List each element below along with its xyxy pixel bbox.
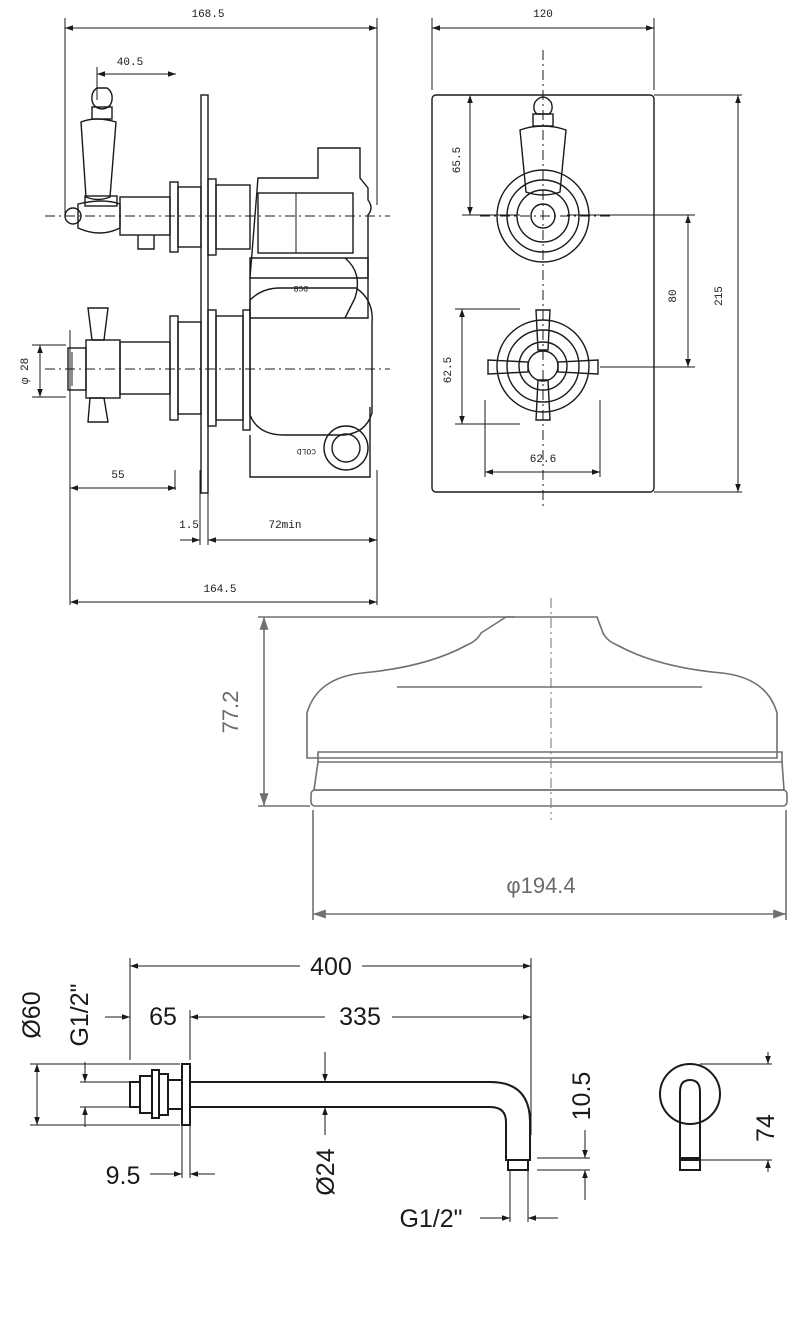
valve-front-view: 120 65.5 80 215 62.5 62.6 bbox=[431, 9, 742, 510]
dim-1-5: 1.5 bbox=[179, 520, 199, 532]
dim-g-half-outlet: G1/2" bbox=[399, 1205, 462, 1233]
dim-62-6: 62.6 bbox=[530, 454, 556, 466]
dim-400: 400 bbox=[310, 953, 352, 981]
shower-head-view: 77.2 φ194.4 bbox=[218, 598, 788, 920]
dim-9-5: 9.5 bbox=[106, 1162, 141, 1190]
dim-74: 74 bbox=[752, 1114, 780, 1142]
dim-72min: 72min bbox=[268, 520, 301, 532]
dim-120: 120 bbox=[533, 9, 553, 21]
dim-phi-28: φ 28 bbox=[20, 358, 32, 384]
dim-55: 55 bbox=[111, 470, 124, 482]
dim-10-5: 10.5 bbox=[568, 1072, 596, 1121]
dim-phi-194-4: φ194.4 bbox=[506, 873, 575, 898]
dim-40-5: 40.5 bbox=[117, 57, 143, 69]
dim-215: 215 bbox=[714, 286, 726, 306]
dim-80: 80 bbox=[668, 289, 680, 302]
dim-62-5: 62.5 bbox=[443, 357, 455, 383]
dim-164-5: 164.5 bbox=[203, 584, 236, 596]
dim-phi-24: Ø24 bbox=[312, 1148, 340, 1195]
cold-label: COLD bbox=[297, 446, 316, 455]
dim-65: 65 bbox=[149, 1003, 177, 1031]
valve-side-view: DCB COLD 168.5 40.5 55 1.5 72min 164.5 φ… bbox=[20, 9, 390, 605]
dim-168-5: 168.5 bbox=[191, 9, 224, 21]
dim-g-half-left: G1/2" bbox=[66, 983, 94, 1046]
dim-335: 335 bbox=[339, 1003, 381, 1031]
dim-65-5: 65.5 bbox=[452, 147, 464, 173]
dim-phi-60: Ø60 bbox=[18, 991, 46, 1038]
dim-77-2: 77.2 bbox=[218, 691, 243, 734]
shower-arm-view: 400 65 335 Ø60 G1/2" 9.5 Ø24 10.5 G1/2" … bbox=[18, 953, 780, 1233]
